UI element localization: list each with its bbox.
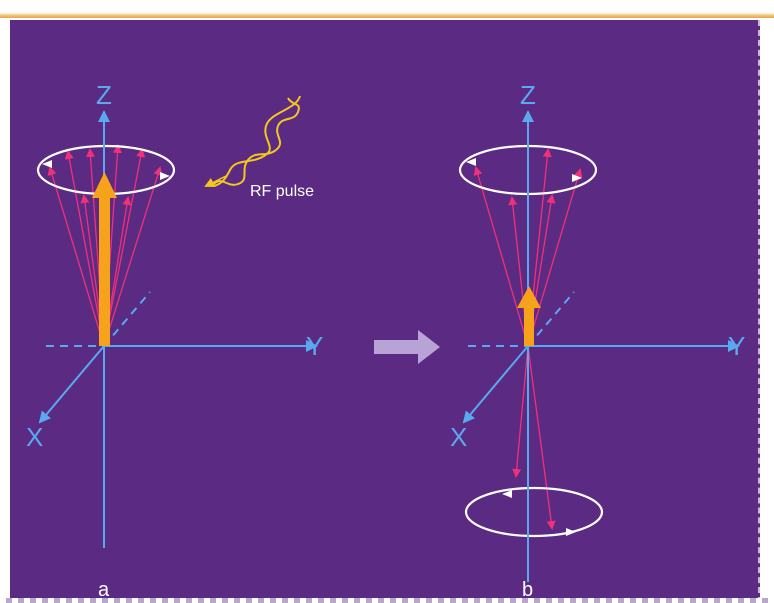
spin-vector — [68, 152, 104, 346]
y-axis-label: Y — [306, 331, 323, 361]
z-axis-label: Z — [96, 80, 112, 110]
orbit-direction-arrow — [566, 528, 576, 536]
z-axis-label: Z — [520, 80, 536, 110]
x-axis-label: X — [450, 422, 467, 452]
spin-vector — [528, 170, 580, 346]
x-axis — [40, 346, 104, 422]
x-axis-label: X — [26, 422, 43, 452]
transition-arrow — [374, 330, 440, 364]
spin-vector — [516, 346, 528, 476]
spin-vectors-b-down — [516, 346, 552, 528]
axes-a — [40, 112, 316, 548]
x-axis — [464, 346, 528, 422]
precession-orbit-b-lower — [466, 488, 602, 536]
rf-pulse-label: RF pulse — [250, 183, 314, 200]
panel-b: Z Y X b — [450, 80, 745, 601]
panel-b-caption: b — [522, 579, 533, 601]
spin-vector — [528, 346, 552, 528]
panel-a-caption: a — [98, 579, 110, 601]
panel-a: Z Y X RF pulse a — [26, 80, 323, 601]
rf-pulse-wave — [206, 96, 300, 186]
y-axis-label: Y — [728, 331, 745, 361]
